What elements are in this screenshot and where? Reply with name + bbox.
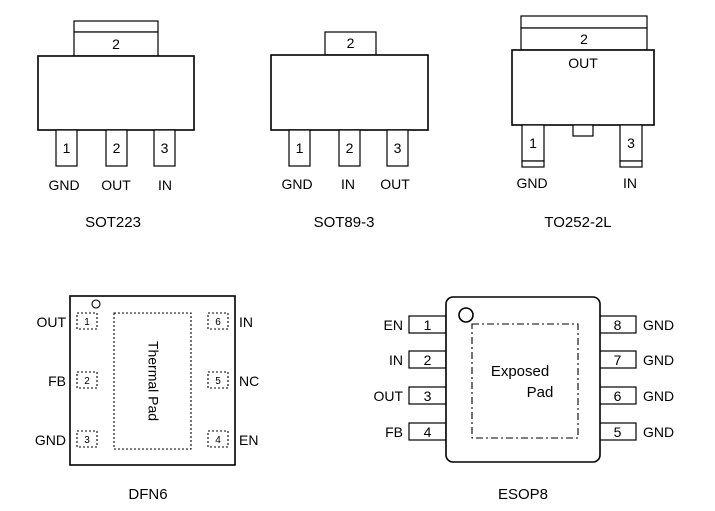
dfn6-pin-5-name: NC (239, 373, 259, 389)
sot223-pin-3 (153, 129, 176, 167)
esop8-pin-6-name: GND (643, 388, 674, 404)
esop8-pin-4-name: FB (385, 424, 403, 440)
dfn6-pin-3-number: 3 (84, 435, 90, 446)
to252-pin-1-foot (521, 160, 545, 168)
to252-pin-1-number: 1 (529, 135, 537, 151)
dfn6-pin-1 (76, 312, 98, 330)
dfn6-pin-2 (76, 371, 98, 389)
esop8-exposed-pad (471, 323, 579, 439)
sot89-pin-3 (386, 129, 409, 167)
sot89-pin-1-name: GND (281, 176, 312, 192)
sot223-tab-number: 2 (112, 36, 120, 52)
sot89-pin-1 (288, 129, 311, 167)
dfn6-pin-4-number: 4 (215, 435, 221, 446)
dfn6-pin-3 (76, 430, 98, 448)
esop8-pin-1-number: 1 (424, 317, 432, 333)
esop8-pin-5-name: GND (643, 424, 674, 440)
sot223-tab (73, 31, 159, 57)
esop8-pin-3-name: OUT (373, 388, 403, 404)
esop8-pin1-marker (458, 307, 474, 323)
sot223-pin-2-number: 2 (113, 140, 121, 156)
to252-tab-number: 2 (580, 31, 588, 47)
sot223-caption: SOT223 (85, 214, 141, 231)
sot223-pin-3-number: 3 (161, 140, 169, 156)
dfn6-pin-3-name: GND (35, 432, 66, 448)
dfn6-package: Thermal Pad 1 2 3 OUT FB GND 6 5 4 IN NC… (35, 295, 259, 503)
sot89-tab-number: 2 (347, 35, 355, 51)
esop8-pin-6-number: 6 (614, 388, 622, 404)
dfn6-pin1-marker (91, 299, 101, 309)
to252-center-stub (572, 124, 594, 137)
to252-package: 2 OUT 1 3 GND IN TO252-2L (511, 15, 655, 231)
dfn6-pin-1-number: 1 (84, 317, 90, 328)
esop8-body (445, 296, 601, 463)
esop8-pin-8-number: 8 (614, 317, 622, 333)
sot89-pin-3-number: 3 (394, 140, 402, 156)
dfn6-pin-6 (207, 312, 229, 330)
esop8-package: Exposed Pad 1 2 3 4 EN IN OUT FB 8 7 6 5… (373, 296, 674, 503)
dfn6-caption: DFN6 (128, 486, 167, 503)
esop8-pin-8-name: GND (643, 317, 674, 333)
sot89-package: 2 1 2 3 GND IN OUT SOT89-3 (270, 31, 429, 231)
dfn6-pin-5 (207, 371, 229, 389)
sot223-pin-2 (105, 129, 128, 167)
dfn6-pin-4 (207, 430, 229, 448)
sot223-pin-3-name: IN (158, 177, 172, 193)
esop8-caption: ESOP8 (498, 486, 548, 503)
esop8-pin-3-number: 3 (424, 388, 432, 404)
sot223-tab-top (73, 20, 159, 33)
dfn6-pin-6-name: IN (239, 314, 253, 330)
sot89-caption: SOT89-3 (314, 214, 375, 231)
to252-pin-3-name: IN (623, 175, 637, 191)
dfn6-pin-1-name: OUT (36, 314, 66, 330)
sot89-pin-2-number: 2 (346, 140, 354, 156)
sot89-pin-1-number: 1 (296, 140, 304, 156)
to252-pin-1-name: GND (516, 175, 547, 191)
sot89-pin-3-name: OUT (380, 176, 410, 192)
to252-body (511, 49, 655, 126)
dfn6-thermal-pad-label: Thermal Pad (145, 341, 161, 421)
esop8-pin-2-number: 2 (424, 352, 432, 368)
dfn6-pin-5-number: 5 (215, 376, 221, 387)
esop8-pin-4-number: 4 (424, 424, 432, 440)
dfn6-pin-2-name: FB (48, 373, 66, 389)
dfn6-thermal-pad (113, 312, 192, 450)
to252-caption: TO252-2L (544, 214, 611, 231)
sot223-pin-1-name: GND (48, 177, 79, 193)
esop8-pin-7-name: GND (643, 352, 674, 368)
esop8-pin-7-number: 7 (614, 352, 622, 368)
esop8-pin-1-name: EN (384, 317, 403, 333)
sot223-pin-1 (55, 129, 78, 167)
to252-tab-top (520, 15, 648, 29)
dfn6-pin-6-number: 6 (215, 317, 221, 328)
esop8-pad-label-line1: Exposed (491, 363, 549, 380)
dfn6-pin-2-number: 2 (84, 376, 90, 387)
esop8-pin-2-name: IN (389, 352, 403, 368)
to252-pin-3-number: 3 (627, 135, 635, 151)
dfn6-pin-4-name: EN (239, 432, 258, 448)
sot223-package: 2 1 2 3 GND OUT IN SOT223 (37, 20, 195, 231)
to252-pin-3-foot (619, 160, 643, 168)
sot223-pin-2-name: OUT (101, 177, 131, 193)
esop8-pin-5-number: 5 (614, 424, 622, 440)
sot223-pin-1-number: 1 (63, 140, 71, 156)
to252-tab-name: OUT (568, 55, 598, 71)
sot89-pin-2-name: IN (341, 176, 355, 192)
sot89-pin-2 (338, 129, 361, 167)
sot89-body (270, 54, 429, 131)
esop8-pad-label-line2: Pad (527, 384, 554, 401)
sot223-body (37, 55, 195, 131)
